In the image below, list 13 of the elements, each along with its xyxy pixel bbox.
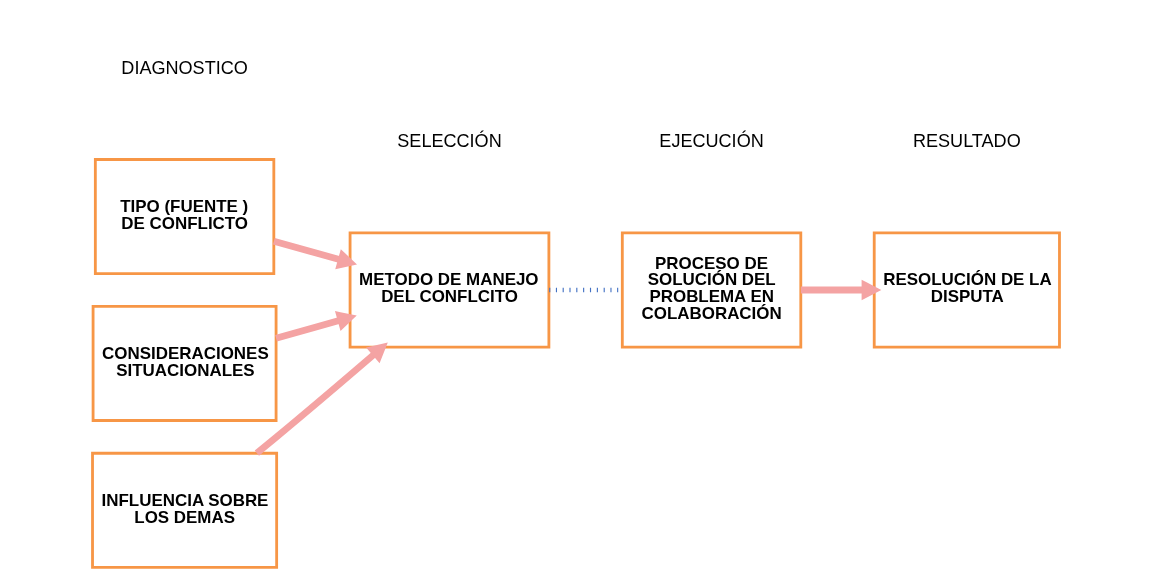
label: EJECUCIÓN bbox=[658, 131, 764, 152]
label: DIAGNOSTICO bbox=[120, 58, 248, 79]
node-box: PROCESO DE SOLUCIÓN DEL PROBLEMA EN COLABORACIÓN bbox=[620, 231, 802, 349]
node-box: CONSIDERACIONES SITUACIONALES bbox=[91, 304, 277, 422]
node-box: TIPO (FUENTE ) DE CONFLICTO bbox=[93, 158, 275, 276]
node-box: METODO DE MANEJO DEL CONFLCITO bbox=[348, 231, 550, 349]
node-box: INFLUENCIA SOBRE LOS DEMAS bbox=[90, 451, 278, 569]
arrow bbox=[274, 310, 357, 342]
arrow bbox=[254, 342, 388, 456]
label: RESULTADO bbox=[912, 131, 1021, 152]
node-box: RESOLUCIÓN DE LA DISPUTA bbox=[872, 231, 1061, 349]
label: SELECCIÓN bbox=[396, 131, 502, 152]
arrow bbox=[272, 237, 357, 270]
